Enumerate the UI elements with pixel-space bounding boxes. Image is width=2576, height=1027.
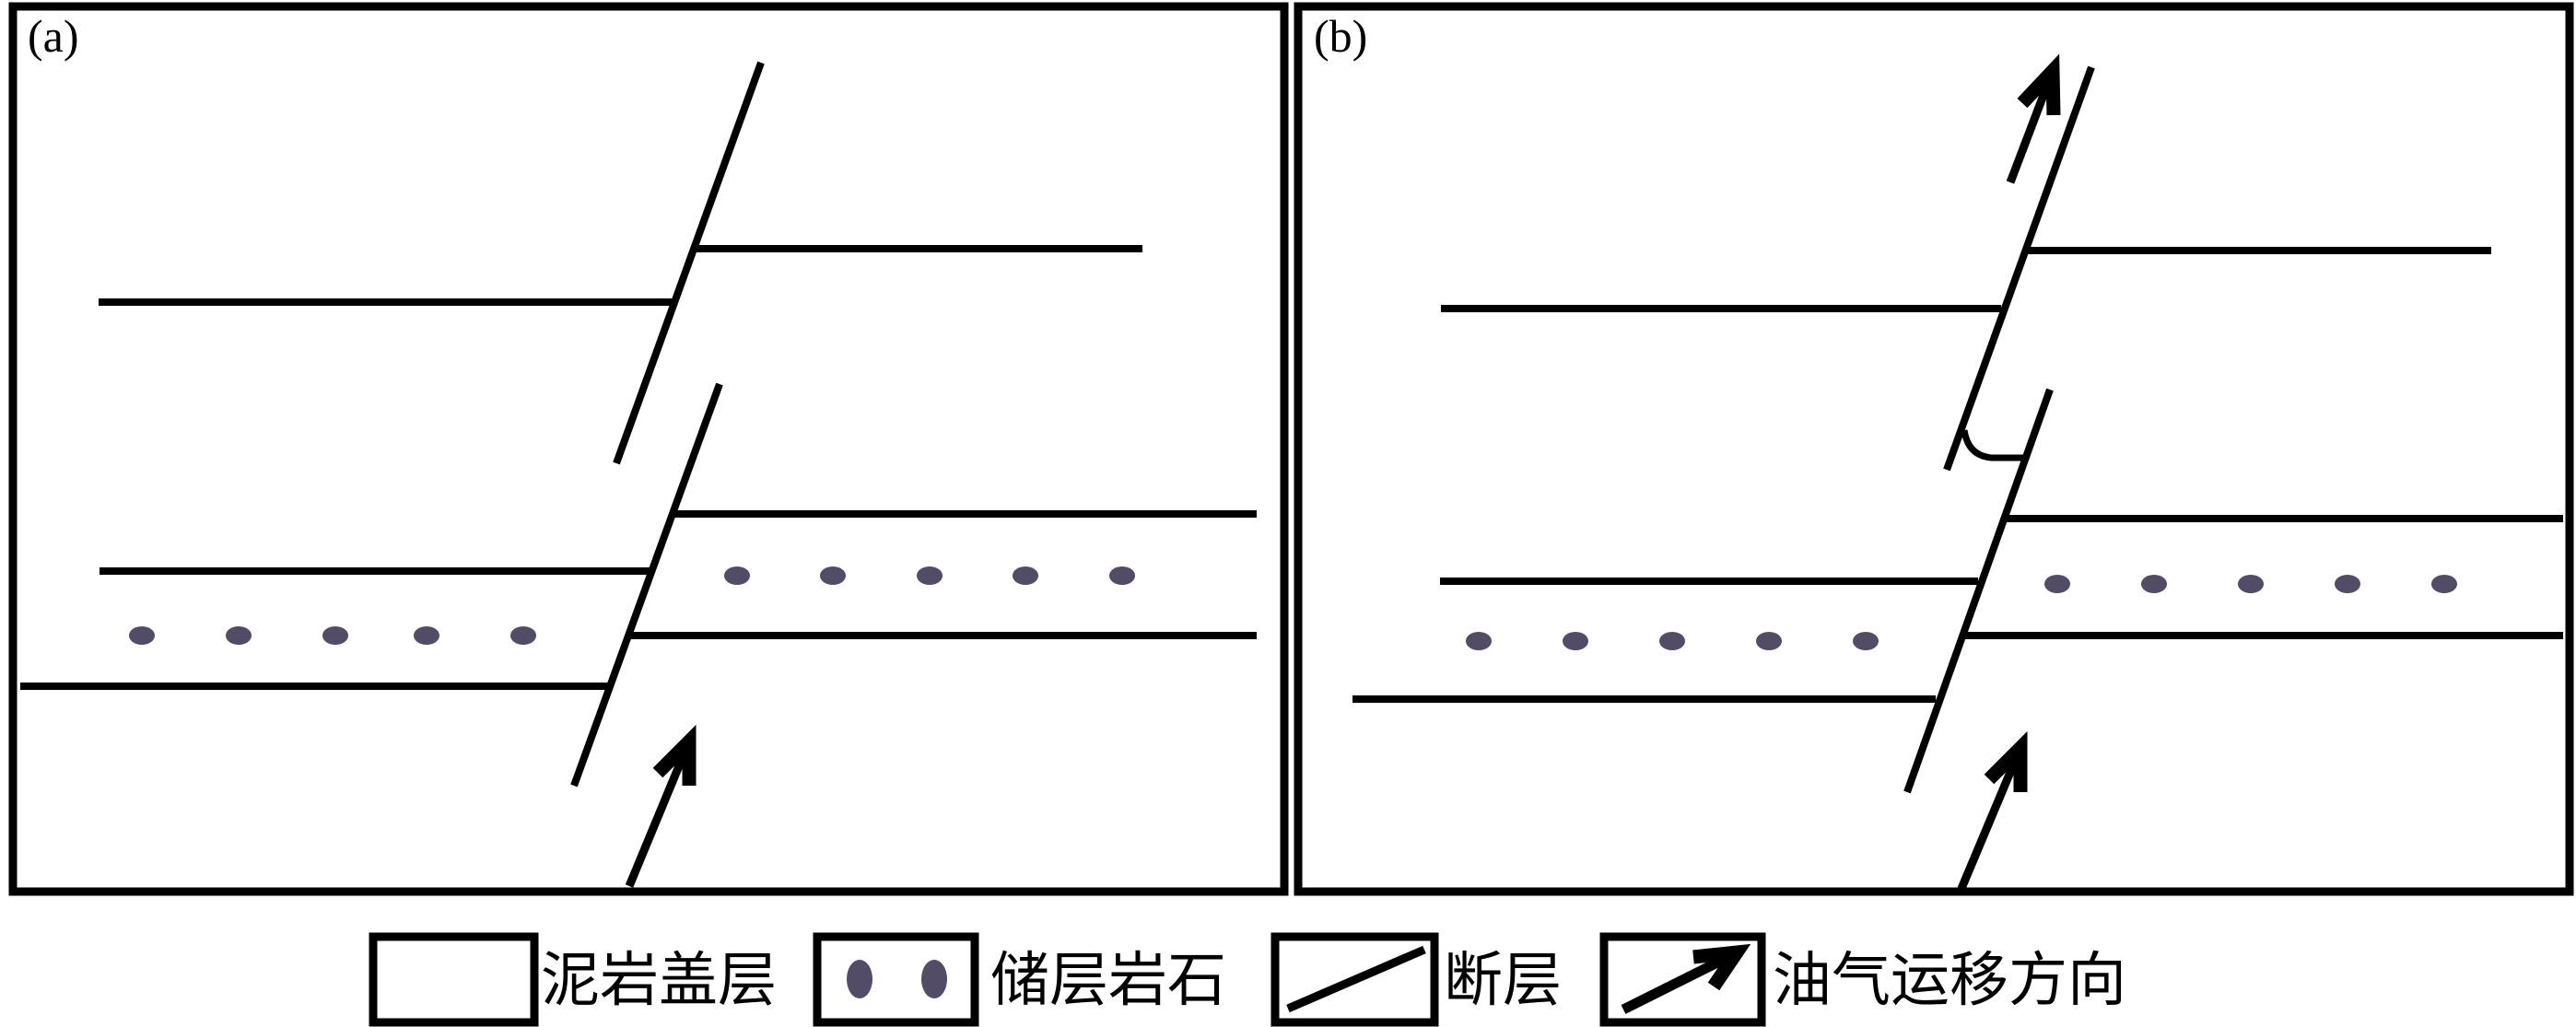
legend-item-label: 泥岩盖层 (541, 947, 777, 1015)
arrow-shaft (1956, 746, 2025, 893)
arrow-head (1692, 943, 1751, 991)
panel-a-migration-arrow (625, 724, 697, 888)
reservoir-dot (226, 626, 252, 645)
reservoir-dot (917, 566, 943, 585)
reservoir-dot (2335, 575, 2360, 593)
legend-item-migration: 油气运移方向 (1599, 932, 2126, 1027)
panel-a-label: (a) (28, 10, 79, 62)
arrow-shaft (625, 740, 694, 888)
panel-b-reservoir-dots-right (2044, 575, 2457, 593)
reservoir-dot (510, 626, 536, 645)
legend-item-label: 储层岩石 (990, 947, 1226, 1015)
legend-item-mudstone: 泥岩盖层 (369, 932, 777, 1027)
panel-b-fault-upper-segment (1943, 65, 2095, 472)
panel-b-migration-arrow-bottom (1956, 730, 2028, 893)
arrow-head (2017, 53, 2061, 116)
panel-b: (b) (1294, 2, 2574, 896)
reservoir-dot (1659, 632, 1685, 650)
reservoir-dot (921, 960, 947, 998)
reservoir-dot (1853, 632, 1879, 650)
reservoir-dot (1756, 632, 1782, 650)
reservoir-dot (414, 626, 439, 645)
reservoir-dot (322, 626, 348, 645)
reservoir-dot (2431, 575, 2457, 593)
reservoir-dot (2238, 575, 2264, 593)
panel-a-reservoir-dots-left (129, 626, 536, 645)
reservoir-dot (820, 566, 846, 585)
reservoir-dot (2044, 575, 2070, 593)
legend-item-fault: 断层 (1270, 932, 1562, 1027)
panel-b-reservoir-dots-left (1466, 632, 1879, 650)
migration-arrow-box-icon (1599, 932, 1766, 1027)
reservoir-dot (847, 960, 872, 998)
legend-item-label: 油气运移方向 (1773, 947, 2126, 1015)
reservoir-dot (2141, 575, 2167, 593)
panel-a: (a) (8, 2, 1289, 896)
fault-line-glyph (1286, 945, 1426, 1013)
reservoir-dot (1109, 566, 1135, 585)
panel-a-fault-upper-segment (613, 61, 765, 465)
arrow-head (1984, 730, 2028, 792)
reservoir-dot (1466, 632, 1492, 650)
legend: 泥岩盖层 储层岩石 断层 油气运移方向 (369, 932, 2126, 1027)
reservoir-dot (129, 626, 155, 645)
mudstone-box-icon (369, 932, 539, 1027)
panel-b-label: (b) (1314, 10, 1367, 62)
arrow-shaft (1621, 951, 1733, 1014)
legend-item-reservoir: 储层岩石 (813, 932, 1226, 1027)
panel-b-migration-arrow-top (2006, 53, 2061, 184)
legend-item-label: 断层 (1444, 947, 1562, 1015)
panel-b-fault-lower-segment (1903, 388, 2054, 794)
panel-a-fault-lower-segment (570, 382, 723, 788)
arrow-head (652, 724, 697, 786)
panel-b-border (1294, 2, 2574, 896)
panel-a-reservoir-dots-right (724, 566, 1135, 585)
reservoir-dot (1013, 566, 1038, 585)
reservoir-dot (1563, 632, 1588, 650)
panel-a-border (8, 2, 1289, 896)
reservoir-dots-box-icon (813, 932, 979, 1027)
panel-b-fault-link-curve (1961, 429, 2026, 461)
reservoir-dot (724, 566, 750, 585)
fault-line-box-icon (1270, 932, 1439, 1027)
arrow-shaft (2006, 69, 2057, 184)
